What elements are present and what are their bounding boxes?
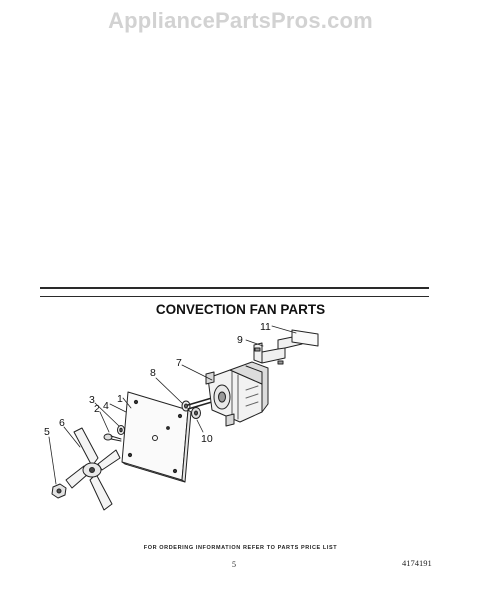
callout-5: 5 — [44, 426, 50, 438]
callout-6: 6 — [59, 417, 65, 429]
mounting-plate-part — [121, 391, 192, 483]
leader-lines — [48, 325, 297, 485]
callout-1: 1 — [117, 393, 123, 405]
ordering-note: FOR ORDERING INFORMATION REFER TO PARTS … — [143, 545, 338, 551]
document-number: 4174191 — [402, 558, 432, 568]
watermark: AppliancePartsPros.com — [108, 8, 373, 33]
header-rule-bottom — [40, 296, 429, 297]
callout-3: 3 — [89, 394, 95, 406]
callout-10: 10 — [201, 433, 213, 445]
callout-8: 8 — [150, 367, 156, 379]
fan-blade-part — [65, 427, 121, 511]
callout-11: 11 — [260, 321, 271, 333]
header-rule-top — [40, 287, 429, 289]
callout-7: 7 — [176, 357, 182, 369]
nut-part — [51, 483, 67, 499]
callout-4: 4 — [103, 400, 109, 412]
screw-part — [103, 433, 122, 442]
washer-part — [117, 425, 125, 435]
clip-part — [291, 329, 319, 347]
callout-2: 2 — [94, 403, 100, 415]
diagram-title: CONVECTION FAN PARTS — [155, 302, 326, 317]
fan-motor-part — [187, 361, 269, 427]
page-number: 5 — [232, 560, 236, 569]
callouts: 1 2 3 4 5 6 7 8 9 10 11 — [44, 321, 271, 445]
callout-9: 9 — [237, 334, 243, 346]
spacer-part — [191, 407, 201, 419]
